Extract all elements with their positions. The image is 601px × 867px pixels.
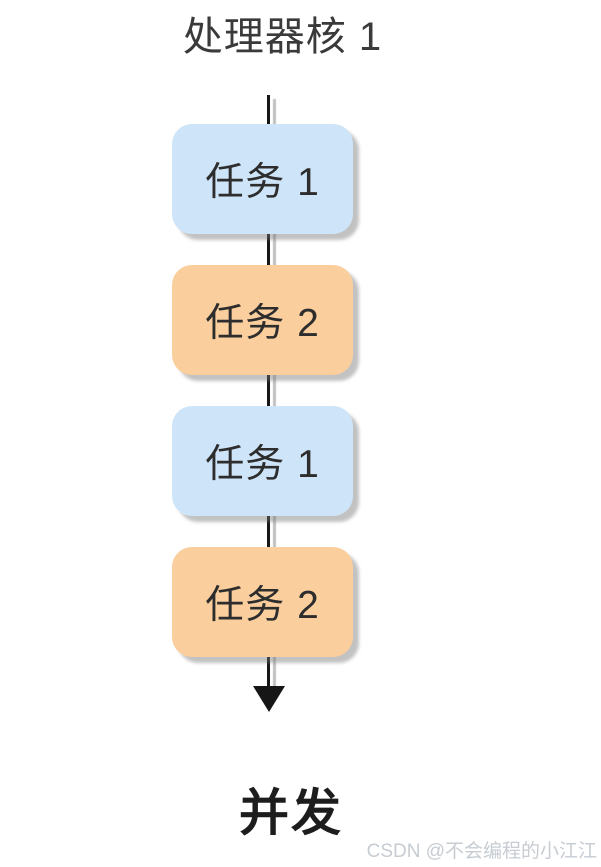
task-box-1-label: 任务 1 xyxy=(205,161,320,204)
diagram-title: 处理器核 1 xyxy=(182,15,383,59)
task-box-2-label: 任务 2 xyxy=(205,302,320,345)
task-box-4-label: 任务 2 xyxy=(205,584,320,627)
task-box-1: 任务 1 xyxy=(172,124,353,234)
task-box-4: 任务 2 xyxy=(172,547,353,657)
task-box-3: 任务 1 xyxy=(172,406,353,516)
diagram-caption: 并发 xyxy=(239,785,343,841)
watermark-text: CSDN @不会编程的小江江 xyxy=(366,841,597,862)
vertical-flow-line xyxy=(267,95,270,695)
task-box-3-label: 任务 1 xyxy=(205,443,320,486)
task-box-2: 任务 2 xyxy=(172,265,353,375)
down-arrow-icon xyxy=(253,686,285,712)
